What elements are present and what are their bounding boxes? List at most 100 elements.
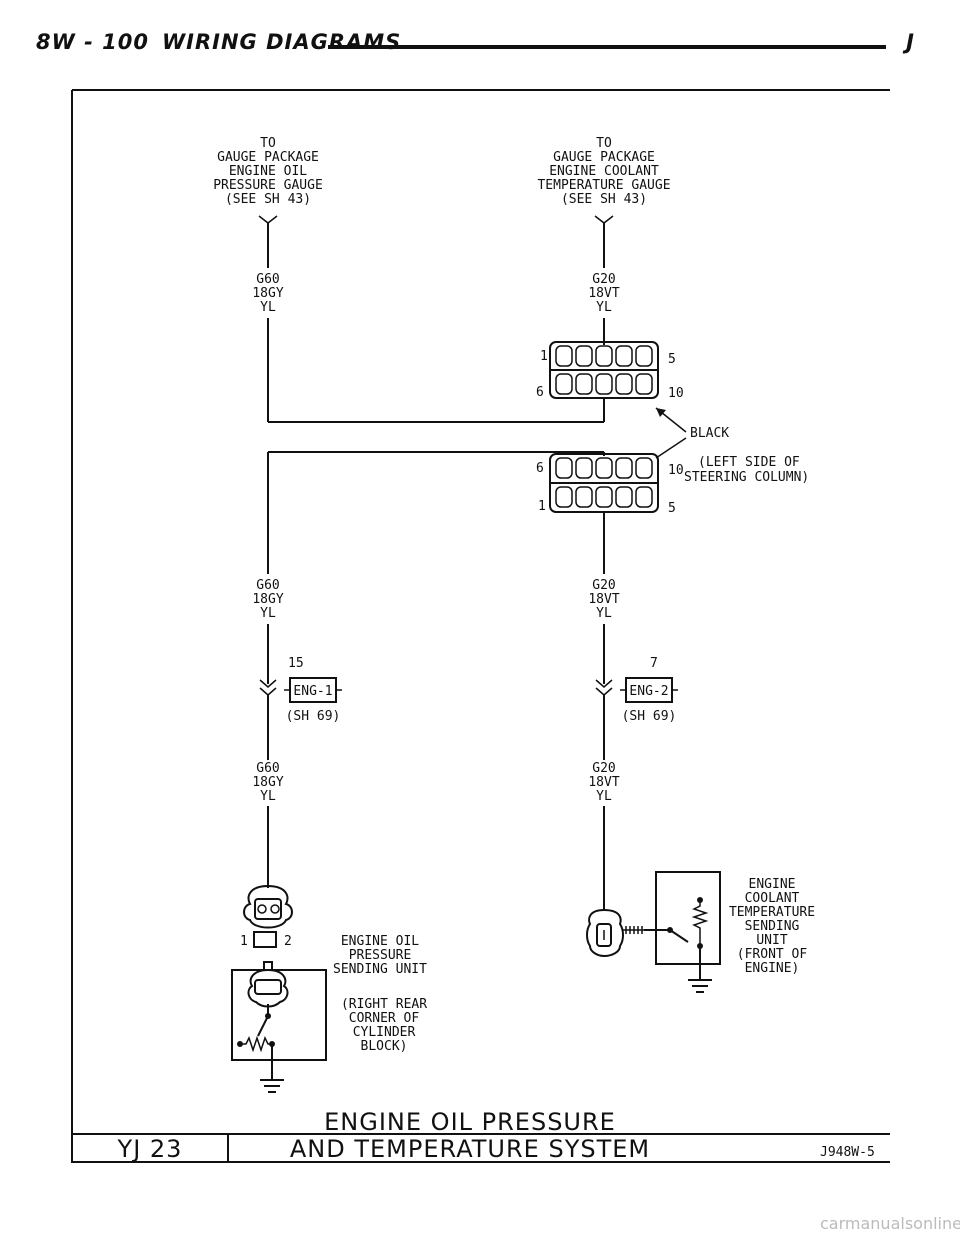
svg-text:TO: TO [596, 136, 612, 151]
svg-text:10: 10 [668, 463, 684, 478]
svg-text:18VT: 18VT [588, 775, 619, 790]
svg-text:COOLANT: COOLANT [745, 891, 800, 906]
svg-text:TEMPERATURE GAUGE: TEMPERATURE GAUGE [537, 178, 670, 193]
svg-text:G60: G60 [256, 578, 279, 593]
svg-text:BLOCK): BLOCK) [361, 1039, 408, 1054]
connector-cavity [575, 373, 593, 395]
section-title: WIRING DIAGRAMS [162, 30, 402, 54]
section-letter: J [906, 30, 914, 54]
ground-coolant-icon [688, 979, 712, 993]
svg-text:18GY: 18GY [252, 286, 283, 301]
oil-pin-socket [253, 931, 277, 948]
svg-text:18GY: 18GY [252, 592, 283, 607]
svg-text:1: 1 [538, 499, 546, 514]
svg-text:GAUGE PACKAGE: GAUGE PACKAGE [553, 150, 655, 165]
svg-text:TEMPERATURE: TEMPERATURE [729, 905, 815, 920]
pointer-black-head-icon [656, 408, 666, 417]
page-header: 8W - 100 WIRING DIAGRAMS J [36, 30, 924, 60]
ground-oil-icon [260, 1079, 284, 1093]
svg-text:CORNER OF: CORNER OF [349, 1011, 420, 1026]
coolant-sensor-connector-icon [586, 908, 624, 958]
splice-left-ref: (SH 69) [286, 709, 341, 724]
connector-cavity [635, 457, 653, 479]
header-rule [328, 45, 886, 49]
svg-text:G60: G60 [256, 272, 279, 287]
svg-text:18VT: 18VT [588, 592, 619, 607]
svg-text:YL: YL [260, 300, 276, 315]
connector-cavity [595, 486, 613, 508]
connector-cavity [555, 373, 573, 395]
diagram-code: J948W-5 [820, 1145, 875, 1160]
svg-text:PRESSURE GAUGE: PRESSURE GAUGE [213, 178, 323, 193]
splice-right-ref: (SH 69) [622, 709, 677, 724]
watermark: carmanualsonline.info [820, 1214, 960, 1233]
oil-sensor-location: (RIGHT REAR CORNER OF CYLINDER BLOCK) [341, 997, 427, 1054]
oil-sensor-name: ENGINE OIL PRESSURE SENDING UNIT [333, 934, 427, 977]
coolant-temperature-sending-unit [622, 871, 721, 980]
svg-text:G20: G20 [592, 272, 615, 287]
connector-cavity [615, 345, 633, 367]
svg-text:UNIT: UNIT [756, 933, 787, 948]
svg-text:TO: TO [260, 136, 276, 151]
svg-text:SENDING UNIT: SENDING UNIT [333, 962, 427, 977]
wire-g60-label-2: G60 18GY YL [252, 578, 283, 621]
pointer-lower [655, 437, 687, 459]
svg-text:6: 6 [536, 461, 544, 476]
connector-cavity [595, 373, 613, 395]
oil-pressure-sending-unit [231, 961, 327, 1080]
svg-text:G20: G20 [592, 761, 615, 776]
coolant-sensor-name: ENGINE COOLANT TEMPERATURE SENDING UNIT … [729, 877, 815, 976]
svg-text:6: 6 [536, 385, 544, 400]
wire-g20-label-1: G20 18VT YL [588, 272, 619, 315]
wire-g20-label-3: G20 18VT YL [588, 761, 619, 804]
connector-color-label: BLACK [690, 426, 729, 441]
connector-cavity [635, 486, 653, 508]
connector-cavity [615, 373, 633, 395]
connector-cavity [595, 457, 613, 479]
wire-g60-label-1: G60 18GY YL [252, 272, 283, 315]
splice-left-pin: 15 [288, 656, 304, 671]
splice-right-pin: 7 [650, 656, 658, 671]
svg-text:G60: G60 [256, 761, 279, 776]
svg-text:ENGINE OIL: ENGINE OIL [341, 934, 419, 949]
oil-sensor-connector-icon [243, 884, 293, 929]
connector-cavity [555, 457, 573, 479]
connector-cavity [635, 373, 653, 395]
connector-cavity [575, 486, 593, 508]
splice-right-name: ENG-2 [629, 684, 668, 699]
svg-text:(SEE SH 43): (SEE SH 43) [225, 192, 311, 207]
connector-location-2: STEERING COLUMN) [684, 470, 809, 485]
svg-text:ENGINE: ENGINE [749, 877, 796, 892]
svg-text:YL: YL [260, 789, 276, 804]
connector-cavity [615, 486, 633, 508]
svg-text:(RIGHT REAR: (RIGHT REAR [341, 997, 427, 1012]
model-label: YJ 23 [117, 1135, 183, 1163]
svg-text:G20: G20 [592, 578, 615, 593]
svg-text:(SEE SH 43): (SEE SH 43) [561, 192, 647, 207]
svg-text:5: 5 [668, 352, 676, 367]
arrow-left-top-icon [258, 215, 278, 224]
svg-text:ENGINE): ENGINE) [745, 961, 800, 976]
connector-cavity [595, 345, 613, 367]
connector-cavity [555, 345, 573, 367]
svg-text:CYLINDER: CYLINDER [353, 1025, 416, 1040]
connector-cavity [555, 486, 573, 508]
svg-text:(FRONT OF: (FRONT OF [737, 947, 808, 962]
wire-g60-label-3: G60 18GY YL [252, 761, 283, 804]
connector-cavity [635, 345, 653, 367]
diagram-title-1: ENGINE OIL PRESSURE [324, 1108, 616, 1136]
oil-pin-1: 1 [240, 934, 248, 949]
wire-g20-label-2: G20 18VT YL [588, 578, 619, 621]
svg-text:18VT: 18VT [588, 286, 619, 301]
arrow-right-top-icon [594, 215, 614, 224]
svg-text:18GY: 18GY [252, 775, 283, 790]
connector-cavity [575, 345, 593, 367]
lower-connector-male: 6 10 1 5 [536, 453, 684, 516]
svg-text:5: 5 [668, 501, 676, 516]
svg-text:YL: YL [596, 300, 612, 315]
splice-left-name: ENG-1 [293, 684, 332, 699]
connector-location-1: (LEFT SIDE OF [698, 455, 800, 470]
svg-text:YL: YL [260, 606, 276, 621]
label-oil-gauge-destination: TO GAUGE PACKAGE ENGINE OIL PRESSURE GAU… [213, 136, 323, 207]
